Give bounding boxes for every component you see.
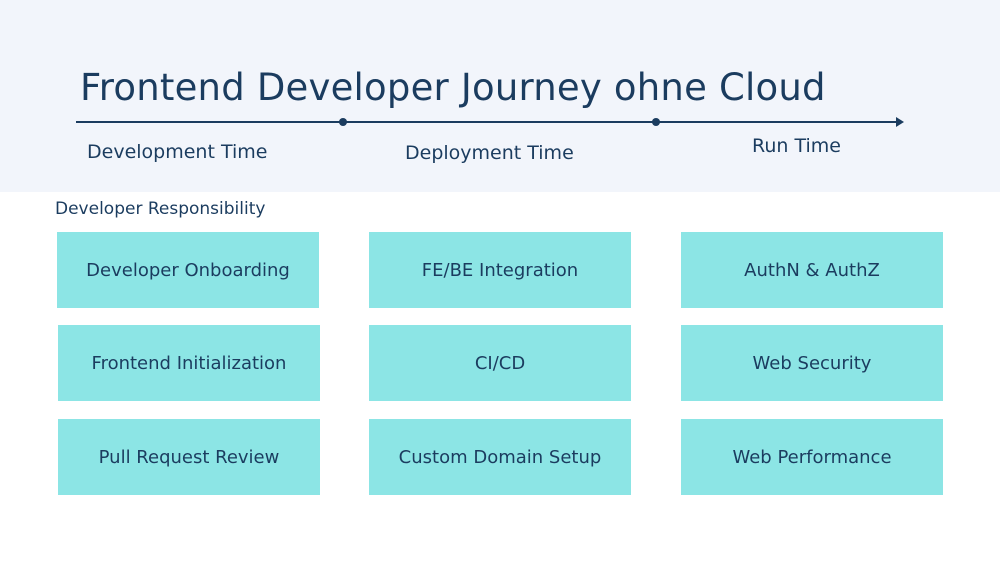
phase-label-development: Development Time xyxy=(87,141,268,163)
card-custom-domain-setup: Custom Domain Setup xyxy=(369,419,631,495)
phase-label-deployment: Deployment Time xyxy=(405,142,574,164)
diagram-title: Frontend Developer Journey ohne Cloud xyxy=(80,66,826,109)
timeline xyxy=(76,117,904,127)
timeline-arrow-head xyxy=(896,117,904,127)
card-ci-cd: CI/CD xyxy=(369,325,631,401)
header-band xyxy=(0,0,1000,192)
card-developer-onboarding: Developer Onboarding xyxy=(57,232,319,308)
card-fe-be-integration: FE/BE Integration xyxy=(369,232,631,308)
timeline-milestone-2 xyxy=(652,118,660,126)
card-web-performance: Web Performance xyxy=(681,419,943,495)
card-frontend-initialization: Frontend Initialization xyxy=(58,325,320,401)
phase-label-runtime: Run Time xyxy=(752,135,841,157)
timeline-milestone-1 xyxy=(339,118,347,126)
card-web-security: Web Security xyxy=(681,325,943,401)
card-authn-authz: AuthN & AuthZ xyxy=(681,232,943,308)
responsibility-label: Developer Responsibility xyxy=(55,199,266,219)
card-pull-request-review: Pull Request Review xyxy=(58,419,320,495)
